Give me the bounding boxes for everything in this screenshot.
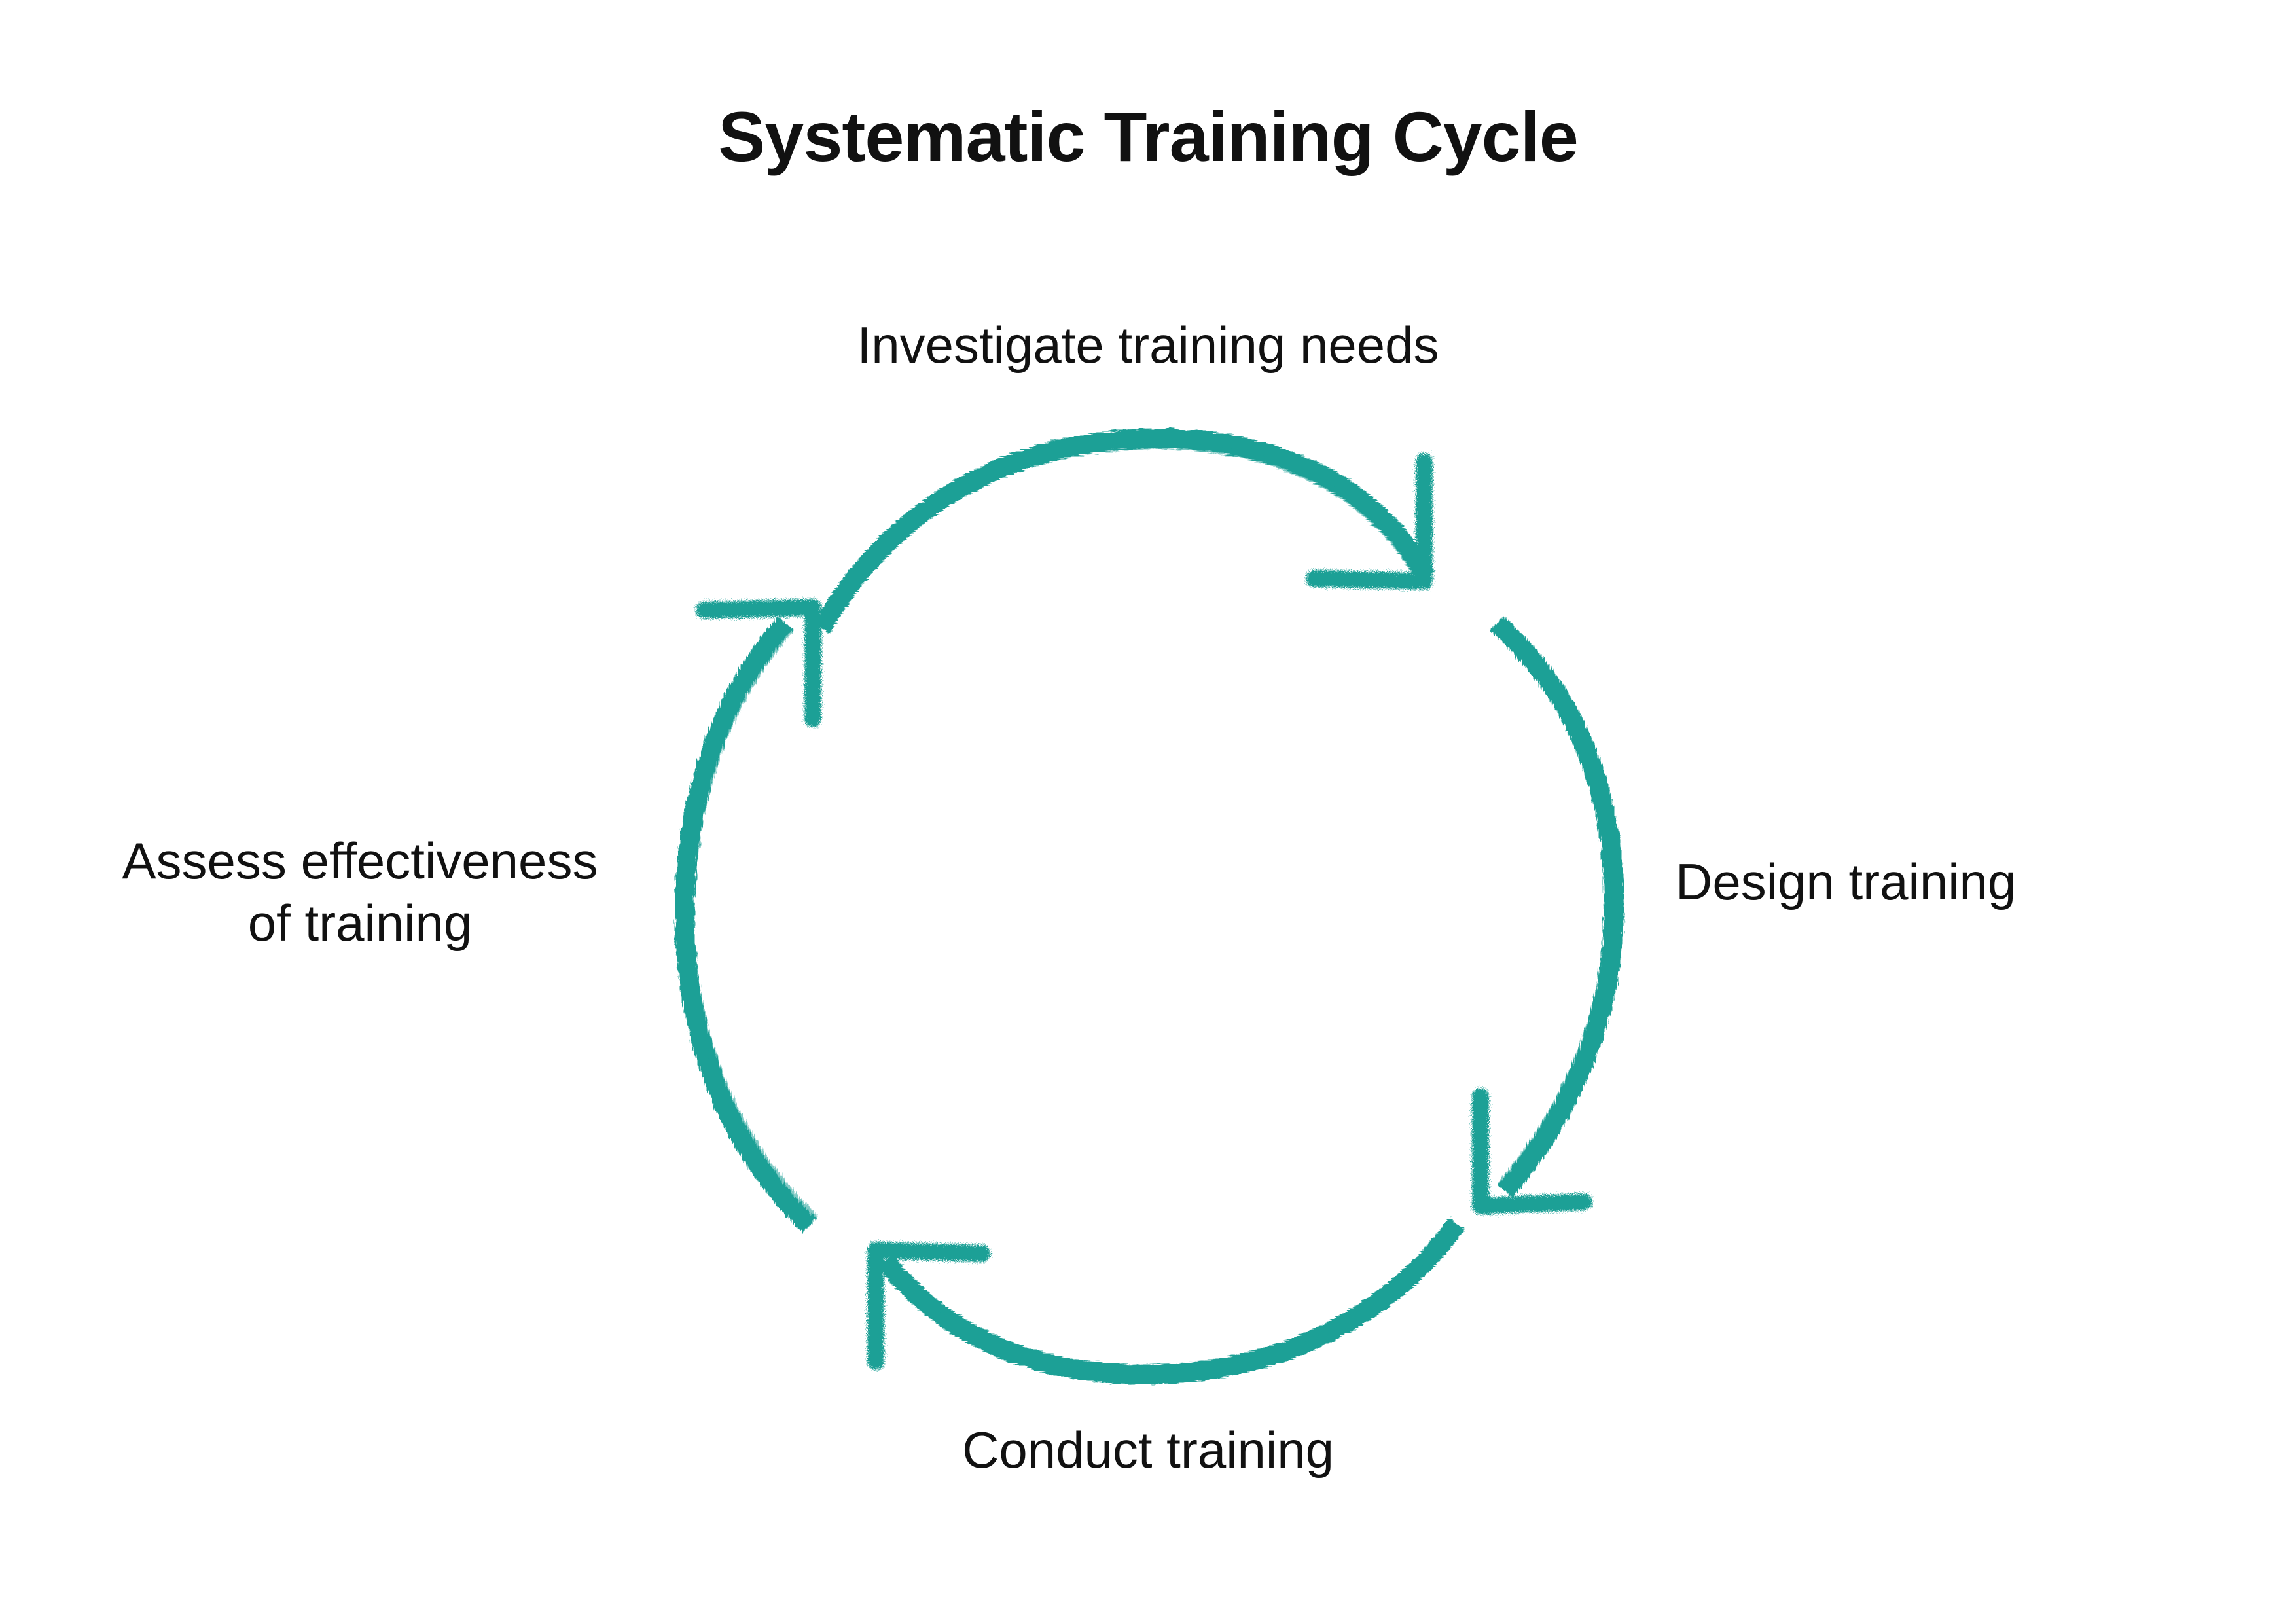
arrow-investigate-to-design: [813, 428, 1435, 634]
arc-bottom-texture: [888, 1228, 1454, 1372]
arc-left: [675, 616, 817, 1233]
arc-top: [813, 428, 1435, 634]
arrow-design-to-conduct: [1472, 616, 1624, 1214]
arc-right-texture: [1497, 628, 1611, 1189]
stage-label-investigate: Investigate training needs: [857, 316, 1439, 374]
arrow-assess-to-investigate: [675, 599, 821, 1233]
arc-bottom: [877, 1218, 1465, 1385]
arrowhead-left: [696, 599, 821, 727]
arrowhead-right: [1472, 1088, 1592, 1214]
arc-left-texture: [687, 627, 819, 1221]
arc-top-texture: [827, 442, 1422, 623]
stage-label-assess: Assess effectiveness of training: [122, 832, 598, 952]
page-title: Systematic Training Cycle: [718, 97, 1579, 176]
arrowhead-bottom: [867, 1242, 990, 1370]
stage-label-conduct: Conduct training: [961, 1421, 1334, 1479]
arrowhead-top: [1306, 453, 1433, 590]
arrow-conduct-to-assess: [867, 1218, 1465, 1385]
stage-label-design: Design training: [1676, 853, 2017, 911]
